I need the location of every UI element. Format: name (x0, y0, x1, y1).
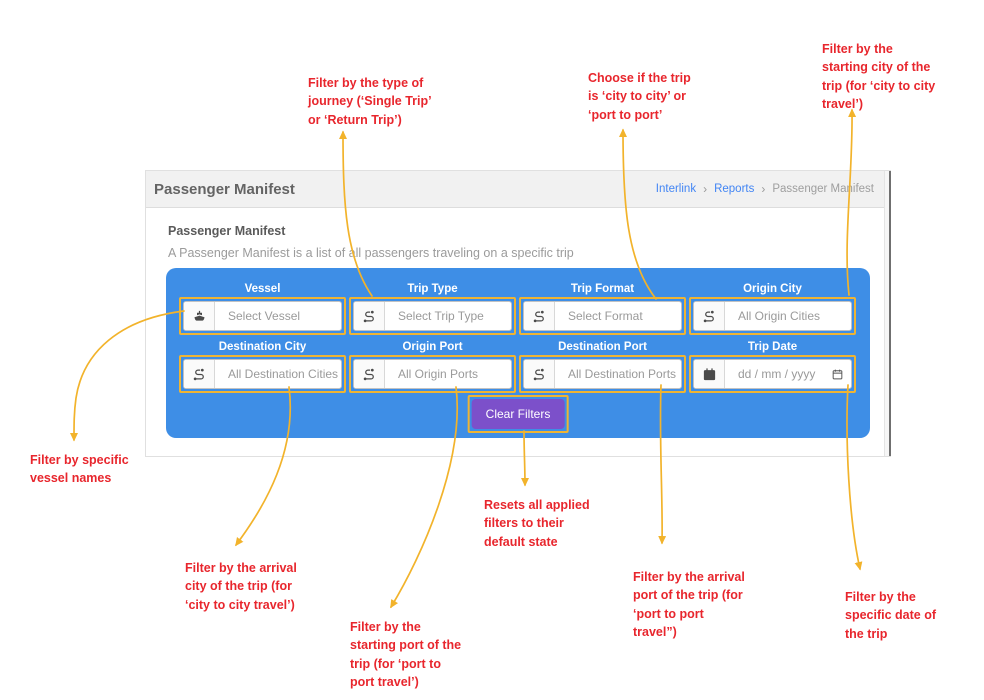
filter-label: Trip Type (407, 283, 458, 295)
section-heading: Passenger Manifest (168, 224, 286, 238)
filter-panel: Vessel Select Vessel Trip Type (166, 268, 870, 438)
select-placeholder: All Destination Ports (568, 367, 677, 381)
trip-type-select[interactable]: Select Trip Type (353, 301, 512, 331)
filter-trip-format: Trip Format Select Format (519, 283, 686, 335)
trip-format-select[interactable]: Select Format (523, 301, 682, 331)
destination-city-select[interactable]: All Destination Cities (183, 359, 342, 389)
annotation-trip-type: Filter by the type of journey (‘Single T… (308, 76, 432, 127)
route-icon (354, 302, 385, 330)
select-placeholder: All Destination Cities (228, 367, 339, 381)
annotation-clear-filters: Resets all applied filters to their defa… (484, 498, 590, 549)
destination-port-select[interactable]: All Destination Ports (523, 359, 682, 389)
annotation-highlight-box: dd / mm / yyyy (689, 355, 856, 393)
filter-origin-port: Origin Port All Origin Ports (349, 341, 516, 393)
page-title: Passenger Manifest (154, 180, 295, 198)
section-description: A Passenger Manifest is a list of all pa… (168, 246, 574, 260)
filter-destination-port: Destination Port All Destination Ports (519, 341, 686, 393)
route-icon (524, 302, 555, 330)
select-placeholder: All Origin Cities (738, 309, 821, 323)
annotation-highlight-box: Select Format (519, 297, 686, 335)
app-header-bar: Passenger Manifest Interlink › Reports ›… (146, 171, 884, 208)
select-placeholder: Select Trip Type (398, 309, 484, 323)
annotation-highlight-box: Clear Filters (467, 395, 569, 433)
annotation-highlight-box: All Destination Ports (519, 355, 686, 393)
clear-filters-button[interactable]: Clear Filters (471, 399, 565, 429)
annotation-vessel: Filter by specific vessel names (30, 453, 129, 486)
select-placeholder: Select Vessel (228, 309, 301, 323)
vessel-select[interactable]: Select Vessel (183, 301, 342, 331)
annotation-highlight-box: Select Trip Type (349, 297, 516, 335)
filter-destination-city: Destination City All Destination Cities (179, 341, 346, 393)
filter-label: Destination City (218, 341, 307, 353)
date-picker-icon[interactable] (831, 368, 844, 381)
origin-port-select[interactable]: All Origin Ports (353, 359, 512, 389)
page-content: Passenger Manifest A Passenger Manifest … (146, 208, 884, 456)
route-icon (184, 360, 215, 388)
route-icon (694, 302, 725, 330)
route-icon (354, 360, 385, 388)
date-placeholder: dd / mm / yyyy (738, 367, 816, 381)
breadcrumb-link-interlink[interactable]: Interlink (655, 183, 697, 195)
annotation-origin-port: Filter by the starting port of the trip … (350, 620, 462, 690)
filter-label: Destination Port (558, 341, 647, 353)
filter-label: Trip Format (570, 283, 635, 295)
breadcrumb: Interlink › Reports › Passenger Manifest (656, 182, 874, 196)
annotation-highlight-box: All Origin Cities (689, 297, 856, 335)
annotation-origin-city: Filter by the starting city of the trip … (822, 42, 936, 112)
annotation-trip-date: Filter by the specific date of the trip (845, 590, 936, 641)
breadcrumb-separator-icon: › (761, 182, 766, 196)
filter-label: Origin City (743, 283, 802, 295)
annotation-destination-city: Filter by the arrival city of the trip (… (185, 561, 297, 612)
origin-city-select[interactable]: All Origin Cities (693, 301, 852, 331)
filter-vessel: Vessel Select Vessel (179, 283, 346, 335)
annotation-highlight-box: Select Vessel (179, 297, 346, 335)
trip-date-input[interactable]: dd / mm / yyyy (693, 359, 852, 389)
filter-origin-city: Origin City All Origin Cities (689, 283, 856, 335)
filter-label: Origin Port (402, 341, 463, 353)
filter-label: Vessel (244, 283, 281, 295)
select-placeholder: Select Format (568, 309, 643, 323)
route-icon (524, 360, 555, 388)
select-placeholder: All Origin Ports (398, 367, 479, 381)
annotation-destination-port: Filter by the arrival port of the trip (… (633, 570, 745, 640)
annotation-trip-format: Choose if the trip is ‘city to city’ or … (588, 71, 691, 122)
breadcrumb-separator-icon: › (703, 182, 708, 196)
annotation-highlight-box: All Destination Cities (179, 355, 346, 393)
calendar-icon (694, 360, 725, 388)
ship-icon (184, 302, 215, 330)
filter-label: Trip Date (747, 341, 798, 353)
breadcrumb-current: Passenger Manifest (772, 183, 874, 195)
app-window: Passenger Manifest Interlink › Reports ›… (145, 170, 891, 457)
vertical-scrollbar[interactable] (884, 171, 891, 456)
annotation-highlight-box: All Origin Ports (349, 355, 516, 393)
filter-trip-type: Trip Type Select Trip Type (349, 283, 516, 335)
filter-trip-date: Trip Date dd / mm / yyyy (689, 341, 856, 393)
breadcrumb-link-reports[interactable]: Reports (714, 183, 755, 195)
